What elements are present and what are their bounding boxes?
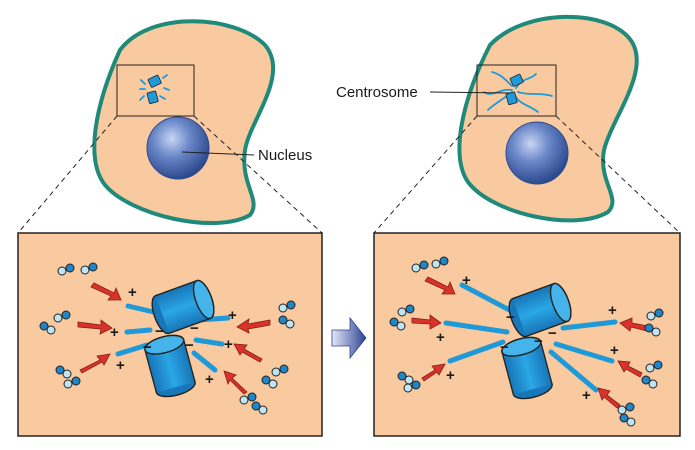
left-small-centrosome	[139, 74, 170, 105]
left-zoom-panel: + + + + + + − − − −	[17, 232, 323, 437]
plus-end-sign: +	[205, 371, 214, 388]
plus-end-sign: +	[224, 336, 233, 353]
nucleus-label: Nucleus	[258, 147, 312, 164]
plus-end-sign: +	[608, 302, 617, 319]
plus-end-sign: +	[128, 284, 137, 301]
left-cell: Nucleus	[17, 19, 323, 234]
minus-end-sign: −	[143, 339, 152, 356]
plus-end-sign: +	[436, 329, 445, 346]
centrosome-leader-line	[429, 91, 511, 94]
left-red-arrows	[77, 282, 271, 395]
plus-end-sign: +	[582, 387, 591, 404]
right-zoom-panel: + + + + + + − − − −	[373, 232, 681, 437]
right-cell-membrane	[457, 14, 639, 223]
minus-end-sign: −	[190, 320, 199, 337]
plus-end-sign: +	[462, 272, 471, 289]
left-zoom-line-left	[17, 115, 118, 234]
centrosome-label: Centrosome	[336, 84, 418, 101]
nucleus-leader-line	[181, 151, 255, 156]
minus-end-sign: −	[534, 333, 543, 350]
right-zoom-line-left	[373, 115, 478, 234]
minus-end-sign: −	[185, 337, 194, 354]
minus-end-sign: −	[155, 323, 164, 340]
left-zoom-line-right	[193, 115, 323, 234]
right-signs: + + + + + + − − − −	[436, 272, 619, 404]
plus-end-sign: +	[446, 367, 455, 384]
minus-end-sign: −	[506, 309, 515, 326]
plus-end-sign: +	[228, 307, 237, 324]
plus-end-sign: +	[110, 324, 119, 341]
right-cell: Centrosome	[336, 14, 681, 234]
minus-end-sign: −	[548, 325, 557, 342]
left-signs: + + + + + + − − − −	[110, 284, 237, 388]
right-zoom-line-right	[555, 115, 681, 234]
right-nucleus	[505, 121, 569, 185]
right-zoom-box	[476, 64, 557, 117]
right-red-arrows	[411, 276, 649, 409]
minus-end-sign: −	[500, 339, 509, 356]
plus-end-sign: +	[116, 357, 125, 374]
right-microtubules	[443, 282, 618, 393]
left-nucleus	[146, 116, 210, 180]
process-arrow	[331, 316, 367, 360]
right-small-centrosome	[483, 71, 553, 113]
plus-end-sign: +	[610, 342, 619, 359]
left-zoom-box	[116, 64, 195, 117]
